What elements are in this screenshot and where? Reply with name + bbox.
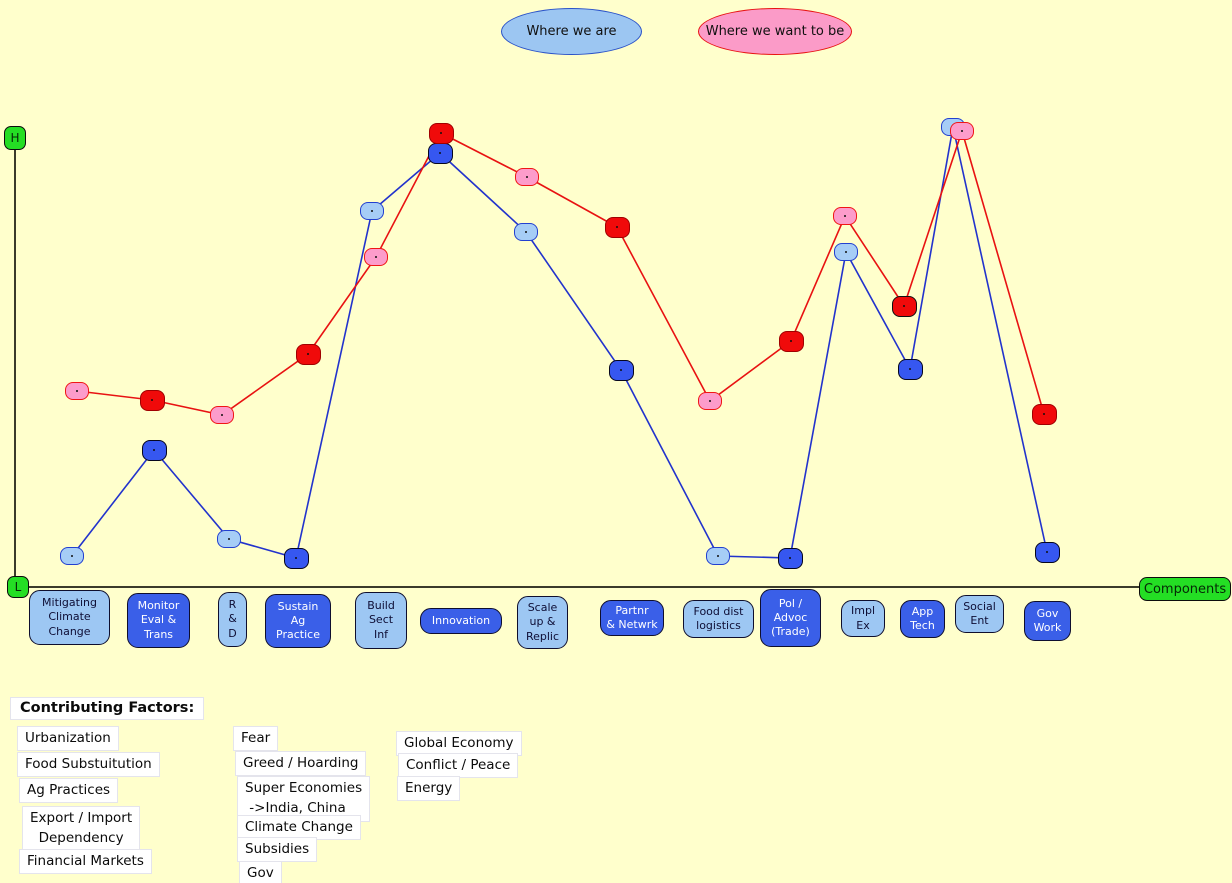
factor-greed-hoarding[interactable]: Greed / Hoarding: [235, 751, 367, 777]
node-want_to_be-app-tech[interactable]: [891, 295, 917, 317]
factor-food-substuitution[interactable]: Food Substuitution: [17, 752, 160, 778]
factor-conflict-peace[interactable]: Conflict / Peace: [398, 753, 519, 779]
series-line-want_to_be[interactable]: [76, 128, 1045, 416]
legend-where-we-want-to-be-ellipse[interactable]: Where we want to be: [698, 8, 852, 55]
node-want_to_be-gov-work[interactable]: [1031, 403, 1057, 425]
node-we_are-food-dist-logistics[interactable]: [706, 547, 730, 565]
component-box-pol-advoc-trade[interactable]: Pol / Advoc (Trade): [760, 589, 821, 647]
contributing-factors-title: Contributing Factors:: [10, 697, 205, 720]
node-we_are-partnr-netwrk[interactable]: [608, 359, 634, 381]
node-want_to_be-build-sect-inf[interactable]: [364, 248, 388, 266]
x-axis-line: [28, 586, 1140, 588]
component-box-sustain-ag-practice[interactable]: Sustain Ag Practice: [265, 594, 331, 648]
y-axis-low-label[interactable]: L: [7, 576, 29, 598]
component-box-gov-work[interactable]: Gov Work: [1024, 601, 1071, 641]
component-box-impl-ex[interactable]: Impl Ex: [841, 600, 885, 637]
node-we_are-sustain-ag-practice[interactable]: [283, 547, 309, 569]
node-want_to_be-partnr-netwrk[interactable]: [604, 216, 630, 238]
factor-global-economy[interactable]: Global Economy: [396, 731, 522, 757]
node-we_are-innovation[interactable]: [427, 142, 453, 164]
node-we_are-r-d[interactable]: [217, 530, 241, 548]
x-axis-components-label[interactable]: Components: [1139, 577, 1231, 601]
component-box-build-sect-inf[interactable]: Build Sect Inf: [355, 592, 407, 649]
node-want_to_be-sustain-ag-practice[interactable]: [295, 343, 321, 365]
factor-export-import[interactable]: Export / Import Dependency: [22, 806, 141, 852]
factor-gov[interactable]: Gov: [239, 861, 282, 883]
y-axis-high-label[interactable]: H: [4, 126, 26, 150]
component-box-innovation[interactable]: Innovation: [420, 608, 502, 634]
node-want_to_be-innovation[interactable]: [428, 122, 454, 144]
node-we_are-pol-advoc-trade[interactable]: [777, 547, 803, 569]
factor-financial-markets[interactable]: Financial Markets: [19, 849, 152, 875]
factor-super-economies[interactable]: Super Economies ->India, China: [237, 776, 371, 822]
node-we_are-build-sect-inf[interactable]: [360, 202, 384, 220]
node-we_are-mitigating-climate-change[interactable]: [60, 547, 84, 565]
series-line-we_are[interactable]: [71, 126, 1048, 560]
factor-fear[interactable]: Fear: [233, 726, 279, 752]
node-want_to_be-mitigating-climate-change[interactable]: [65, 382, 89, 400]
component-box-app-tech[interactable]: App Tech: [900, 600, 945, 638]
legend-where-we-are-ellipse[interactable]: Where we are: [501, 8, 642, 55]
component-box-social-ent[interactable]: Social Ent: [955, 595, 1004, 633]
component-box-food-dist-logistics[interactable]: Food dist logistics: [683, 600, 754, 638]
node-we_are-impl-ex[interactable]: [834, 243, 858, 261]
component-box-mitigating-climate-change[interactable]: Mitigating Climate Change: [29, 590, 110, 645]
node-want_to_be-scale-up-replic[interactable]: [515, 168, 539, 186]
component-box-scale-up-replic[interactable]: Scale up & Replic: [517, 596, 568, 649]
node-want_to_be-r-d[interactable]: [210, 406, 234, 424]
node-want_to_be-food-dist-logistics[interactable]: [698, 392, 722, 410]
node-want_to_be-social-ent[interactable]: [950, 122, 974, 140]
node-want_to_be-impl-ex[interactable]: [833, 207, 857, 225]
node-want_to_be-pol-advoc-trade[interactable]: [778, 330, 804, 352]
factor-urbanization[interactable]: Urbanization: [17, 726, 119, 752]
factor-ag-practices[interactable]: Ag Practices: [19, 778, 119, 804]
node-want_to_be-monitor-eval-trans[interactable]: [139, 389, 165, 411]
node-we_are-monitor-eval-trans[interactable]: [141, 439, 167, 461]
node-we_are-scale-up-replic[interactable]: [514, 223, 538, 241]
y-axis-line: [14, 149, 16, 586]
factor-climate-change[interactable]: Climate Change: [237, 815, 361, 841]
component-box-r-d[interactable]: R & D: [218, 592, 247, 647]
component-box-partnr-netwrk[interactable]: Partnr & Netwrk: [600, 600, 664, 636]
factor-energy[interactable]: Energy: [397, 776, 461, 802]
factor-subsidies[interactable]: Subsidies: [237, 837, 318, 863]
component-box-monitor-eval-trans[interactable]: Monitor Eval & Trans: [127, 593, 190, 648]
node-we_are-app-tech[interactable]: [897, 358, 923, 380]
node-we_are-gov-work[interactable]: [1034, 541, 1060, 563]
